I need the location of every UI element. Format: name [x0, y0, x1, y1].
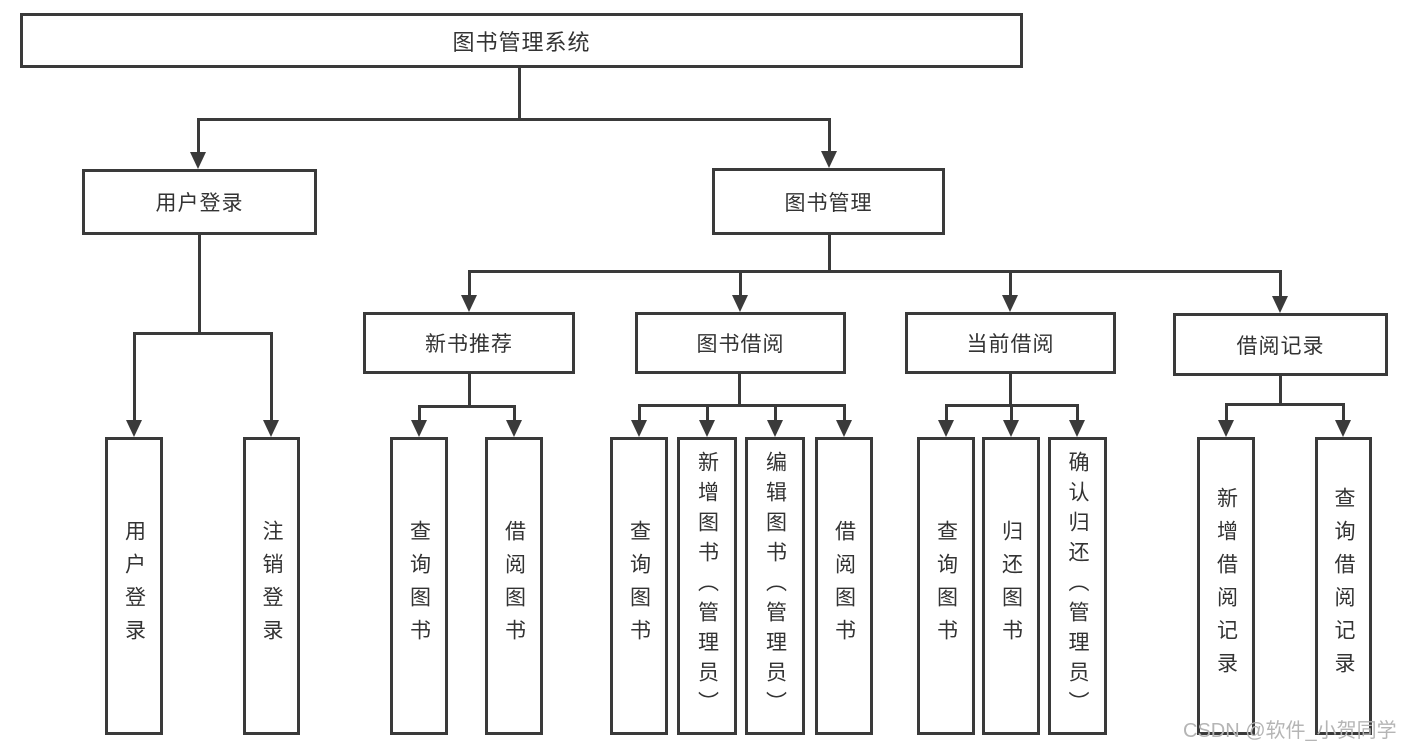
node-current-borrowing-label: 当前借阅 [966, 333, 1055, 356]
arrowhead-down-icon [821, 151, 837, 168]
node-current-borrowing: 当前借阅 [905, 312, 1116, 374]
connector-line [197, 118, 831, 121]
arrowhead-down-icon [1002, 295, 1018, 312]
node-book-borrowing-label: 图书借阅 [696, 333, 785, 356]
connector-line [513, 405, 516, 425]
node-book-borrowing: 图书借阅 [635, 312, 846, 374]
node-add-book-admin-label: 新增图书（管理员） [695, 451, 719, 721]
node-query-books-recommend-label: 查询图书 [407, 520, 431, 652]
connector-line [468, 270, 1282, 273]
node-new-book-recommend-label: 新书推荐 [425, 333, 513, 356]
node-borrow-books-borrowing-label: 借阅图书 [832, 520, 856, 652]
connector-line [738, 373, 741, 407]
node-edit-book-admin-label: 编辑图书（管理员） [763, 451, 787, 721]
connector-line [1342, 403, 1345, 424]
node-query-books-borrowing: 查询图书 [610, 437, 668, 735]
connector-line [774, 404, 777, 424]
arrowhead-down-icon [631, 420, 647, 437]
node-add-book-admin: 新增图书（管理员） [677, 437, 737, 735]
connector-line [418, 405, 516, 408]
node-user-login-leaf: 用户登录 [105, 437, 163, 735]
connector-line [1009, 373, 1012, 407]
node-return-books-label: 归还图书 [999, 520, 1023, 652]
node-new-book-recommend: 新书推荐 [363, 312, 575, 374]
connector-line [1225, 403, 1345, 406]
node-user-login-label: 用户登录 [155, 192, 244, 215]
arrowhead-down-icon [506, 420, 522, 437]
connector-line [1225, 403, 1228, 424]
connector-line [197, 118, 200, 155]
connector-line [1279, 376, 1282, 406]
node-borrow-books-recommend: 借阅图书 [485, 437, 543, 735]
node-logout: 注销登录 [243, 437, 300, 735]
arrowhead-down-icon [1003, 420, 1019, 437]
connector-line [468, 270, 471, 299]
connector-line [418, 405, 421, 425]
arrowhead-down-icon [263, 420, 279, 437]
arrowhead-down-icon [1218, 420, 1234, 437]
arrowhead-down-icon [836, 420, 852, 437]
node-book-management: 图书管理 [712, 168, 945, 235]
connector-line [198, 233, 201, 335]
connector-line [843, 404, 846, 424]
connector-line [945, 404, 948, 424]
connector-line [638, 404, 846, 407]
node-query-books-current-label: 查询图书 [934, 520, 958, 652]
connector-line [1009, 270, 1012, 299]
node-root-label: 图书管理系统 [452, 29, 591, 55]
connector-line [1076, 404, 1079, 424]
node-query-books-recommend: 查询图书 [390, 437, 448, 735]
node-query-books-current: 查询图书 [917, 437, 975, 735]
arrowhead-down-icon [411, 420, 427, 437]
connector-line [706, 404, 709, 424]
connector-line [1279, 270, 1282, 300]
node-borrowing-records-label: 借阅记录 [1236, 334, 1325, 358]
arrowhead-down-icon [767, 420, 783, 437]
node-return-books: 归还图书 [982, 437, 1040, 735]
arrowhead-down-icon [190, 152, 206, 169]
node-query-borrow-record: 查询借阅记录 [1315, 437, 1372, 735]
node-query-borrow-record-label: 查询借阅记录 [1332, 487, 1355, 685]
node-query-books-borrowing-label: 查询图书 [627, 520, 651, 652]
node-add-borrow-record: 新增借阅记录 [1197, 437, 1255, 735]
connector-line [828, 233, 831, 273]
arrowhead-down-icon [732, 295, 748, 312]
node-add-borrow-record-label: 新增借阅记录 [1214, 487, 1238, 685]
node-user-login-leaf-label: 用户登录 [122, 520, 146, 652]
connector-line [270, 332, 273, 424]
node-user-login: 用户登录 [82, 169, 317, 235]
arrowhead-down-icon [126, 420, 142, 437]
arrowhead-down-icon [699, 420, 715, 437]
node-logout-label: 注销登录 [260, 520, 283, 652]
node-confirm-return-admin-label: 确认归还（管理员） [1066, 451, 1089, 721]
arrowhead-down-icon [1335, 420, 1351, 437]
arrowhead-down-icon [938, 420, 954, 437]
connector-line [518, 66, 521, 121]
connector-line [828, 118, 831, 154]
arrowhead-down-icon [461, 295, 477, 312]
csdn-watermark: CSDN @软件_小贺同学 [1183, 720, 1397, 742]
connector-line [468, 373, 471, 408]
connector-line [133, 332, 136, 424]
connector-line [133, 332, 273, 335]
node-borrow-books-recommend-label: 借阅图书 [502, 520, 526, 652]
connector-line [638, 404, 641, 424]
node-edit-book-admin: 编辑图书（管理员） [745, 437, 805, 735]
arrowhead-down-icon [1069, 420, 1085, 437]
node-book-management-label: 图书管理 [784, 191, 873, 215]
node-confirm-return-admin: 确认归还（管理员） [1048, 437, 1107, 735]
arrowhead-down-icon [1272, 296, 1288, 313]
connector-line [1010, 404, 1013, 424]
node-root: 图书管理系统 [20, 13, 1023, 68]
node-borrow-books-borrowing: 借阅图书 [815, 437, 873, 735]
node-borrowing-records: 借阅记录 [1173, 313, 1388, 376]
connector-line [739, 270, 742, 299]
